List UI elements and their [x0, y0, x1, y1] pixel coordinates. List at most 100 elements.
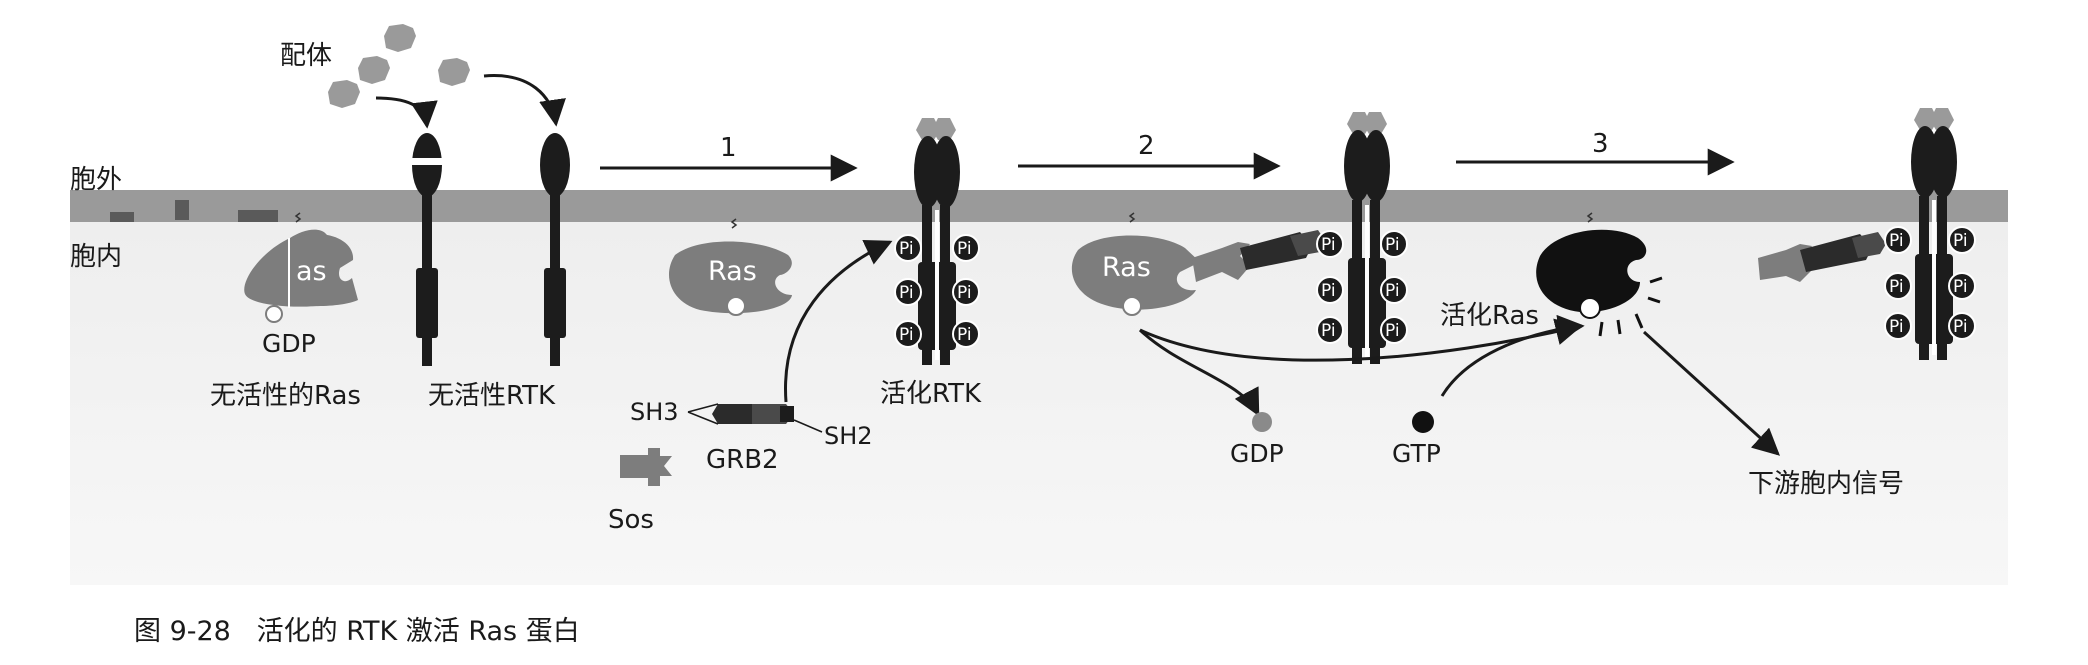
pi-circle — [1884, 226, 1912, 254]
rtk-ligand-domain — [1362, 130, 1390, 202]
inactive-ras-label: 无活性的Ras — [210, 381, 361, 411]
pi-circle — [1380, 316, 1408, 344]
rtk-stalk — [550, 190, 560, 268]
ligand-group — [328, 24, 470, 108]
phospho-tyrosine: Pi Pi Pi Pi Pi Pi — [1884, 226, 1976, 340]
ligand-hexagon — [328, 80, 360, 108]
gtp-molecule — [1412, 411, 1434, 433]
rtk-kinase-domain — [544, 268, 566, 338]
inactive-rtk-label: 无活性RTK — [428, 381, 556, 411]
rtk-tail — [550, 336, 560, 366]
intracellular-label: 胞内 — [70, 242, 122, 272]
grb2-domain — [780, 406, 794, 422]
membrane-patch — [238, 210, 278, 222]
sos-shape — [620, 448, 672, 486]
pi-circle — [894, 278, 922, 306]
active-ras — [1536, 212, 1663, 337]
plasma-membrane — [70, 190, 2008, 222]
ras-label: as — [296, 256, 327, 287]
pi-circle — [1316, 230, 1344, 258]
rtk-ligand-domain — [1929, 126, 1957, 198]
step-number: 2 — [1138, 131, 1155, 161]
extracellular-label: 胞外 — [70, 165, 122, 195]
ligand-binding-arrow — [375, 96, 438, 129]
ras-body — [290, 233, 358, 307]
rtk-white-band — [411, 158, 443, 165]
pi-circle — [894, 320, 922, 348]
pi-label: Pi — [1889, 317, 1904, 337]
grb2-recruit-arrow — [784, 240, 893, 403]
sh3-pointer — [687, 403, 719, 413]
pi-label: Pi — [1953, 317, 1968, 337]
rtk-white-gap — [1365, 205, 1369, 360]
inactive-ras: Ras — [668, 218, 792, 316]
sh3-pointer — [687, 411, 719, 425]
rtk-ligand-domain — [932, 136, 960, 208]
step-number: 3 — [1592, 129, 1609, 159]
figure-caption: 图 9-28 活化的 RTK 激活 Ras 蛋白 — [134, 616, 580, 647]
active-rtk-dimer: Pi Pi Pi Pi Pi Pi — [1758, 108, 1976, 360]
cytosol-background — [70, 218, 2008, 585]
pi-label: Pi — [1321, 235, 1336, 255]
pi-label: Pi — [899, 239, 914, 259]
ras-gdp-pocket — [265, 305, 283, 323]
active-rtk-label: 活化RTK — [880, 379, 982, 409]
ras-gdp-pocket — [1122, 296, 1142, 316]
pi-label: Pi — [1953, 231, 1968, 251]
bound-ligand — [1347, 112, 1371, 134]
phospho-tyrosine: Pi Pi Pi Pi Pi Pi — [894, 234, 980, 348]
bound-ligand — [1363, 112, 1387, 134]
gdp-molecule — [1252, 412, 1272, 432]
rtk-stalk — [422, 190, 432, 268]
pi-label: Pi — [957, 239, 972, 259]
lipid-anchor — [1128, 212, 1136, 223]
lipid-anchor — [730, 218, 738, 229]
rtk-white-gap — [1932, 200, 1936, 355]
pi-label: Pi — [1385, 235, 1400, 255]
pi-label: Pi — [1953, 277, 1968, 297]
ras-divider — [288, 238, 290, 308]
rtk-kinase-domain — [416, 268, 438, 338]
sos-label: Sos — [608, 505, 654, 535]
ras-label: Ras — [708, 256, 757, 287]
grb2-adaptor — [712, 404, 794, 424]
bound-ligand — [1930, 108, 1954, 130]
ray — [1616, 319, 1622, 335]
ras-body — [668, 241, 792, 314]
pi-label: Pi — [957, 283, 972, 303]
pi-circle — [1884, 312, 1912, 340]
rtk-tail — [422, 336, 432, 366]
rtk-ligand-domain — [540, 133, 570, 197]
ligand-hexagon — [438, 58, 470, 86]
sh3-label: SH3 — [630, 398, 679, 426]
pi-circle — [1380, 230, 1408, 258]
grb2-shape — [1852, 232, 1886, 258]
ray — [1649, 276, 1663, 284]
pi-label: Pi — [1321, 281, 1336, 301]
gtp-binding-arrow — [1440, 314, 1585, 397]
grb2-shape — [1290, 230, 1326, 256]
sh2-label: SH2 — [824, 422, 873, 450]
pi-circle — [894, 234, 922, 262]
pi-label: Pi — [899, 283, 914, 303]
step-number: 1 — [720, 133, 737, 163]
ras-label: Ras — [1102, 252, 1151, 283]
membrane-patch — [110, 212, 134, 222]
ray — [1647, 296, 1661, 304]
ray — [1598, 321, 1604, 337]
active-ras-label: 活化Ras — [1440, 301, 1539, 331]
ras-gdp-pocket — [726, 296, 746, 316]
ligand-hexagon — [358, 56, 390, 84]
pi-circle — [1948, 226, 1976, 254]
ray — [1634, 313, 1644, 329]
pi-label: Pi — [1889, 277, 1904, 297]
ras-sos-complex: Ras — [1071, 212, 1326, 316]
pi-label: Pi — [1321, 321, 1336, 341]
gdp-free-label: GDP — [1230, 439, 1284, 468]
ligand-hexagon — [384, 24, 416, 52]
bound-ligand — [916, 118, 940, 140]
bound-ligand — [1914, 108, 1938, 130]
ras-body — [1071, 235, 1200, 310]
pi-label: Pi — [1889, 231, 1904, 251]
